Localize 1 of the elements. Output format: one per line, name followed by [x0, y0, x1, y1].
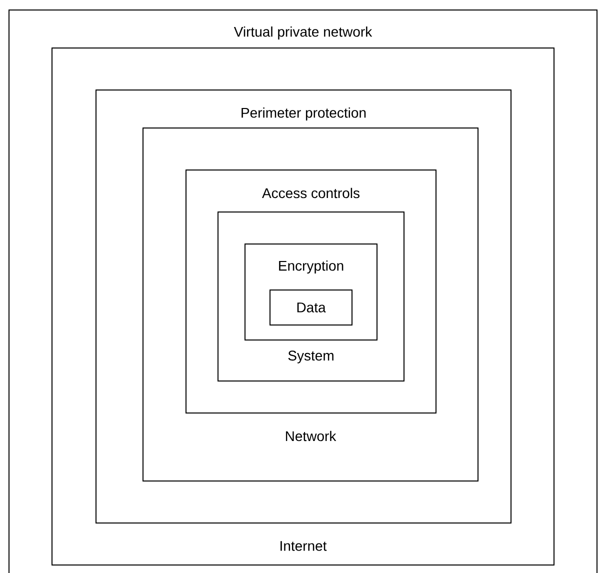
layer-box: Data: [270, 290, 352, 326]
